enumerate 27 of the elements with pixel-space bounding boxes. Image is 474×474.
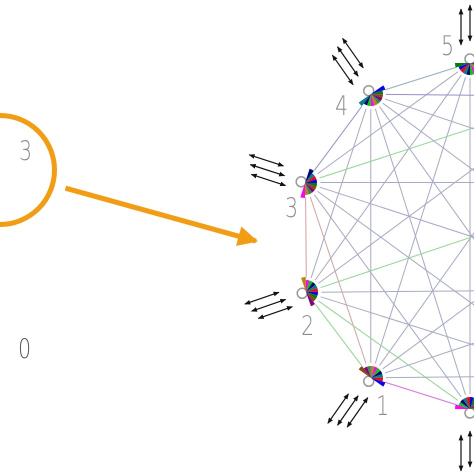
- connection-line: [314, 74, 462, 281]
- connection-line: [314, 304, 362, 366]
- connection-line: [374, 76, 466, 364]
- connection-line: [374, 108, 466, 396]
- node-number: 1: [376, 393, 390, 420]
- node-number: 0: [18, 336, 32, 363]
- connection-line: [320, 288, 474, 293]
- connection-line: [385, 375, 474, 378]
- connection-line: [310, 108, 367, 279]
- connection-line: [310, 196, 366, 364]
- connection-line: [384, 382, 456, 405]
- node-number: 5: [441, 33, 454, 60]
- connection-line: [317, 71, 458, 174]
- highlight-circle: [0, 113, 57, 227]
- node-number: 3: [19, 138, 32, 165]
- connection-line: [385, 94, 474, 97]
- connection-line: [314, 106, 362, 171]
- connection-line: [320, 182, 474, 184]
- node-number: 2: [301, 313, 314, 340]
- connection-line: [314, 194, 462, 398]
- connection-line: [370, 108, 372, 364]
- node-number: 4: [335, 93, 348, 120]
- connection-line: [305, 197, 307, 278]
- node-number: 3: [285, 195, 298, 222]
- connection-line: [318, 300, 458, 401]
- arrow: [64, 186, 258, 246]
- connection-line: [384, 67, 456, 90]
